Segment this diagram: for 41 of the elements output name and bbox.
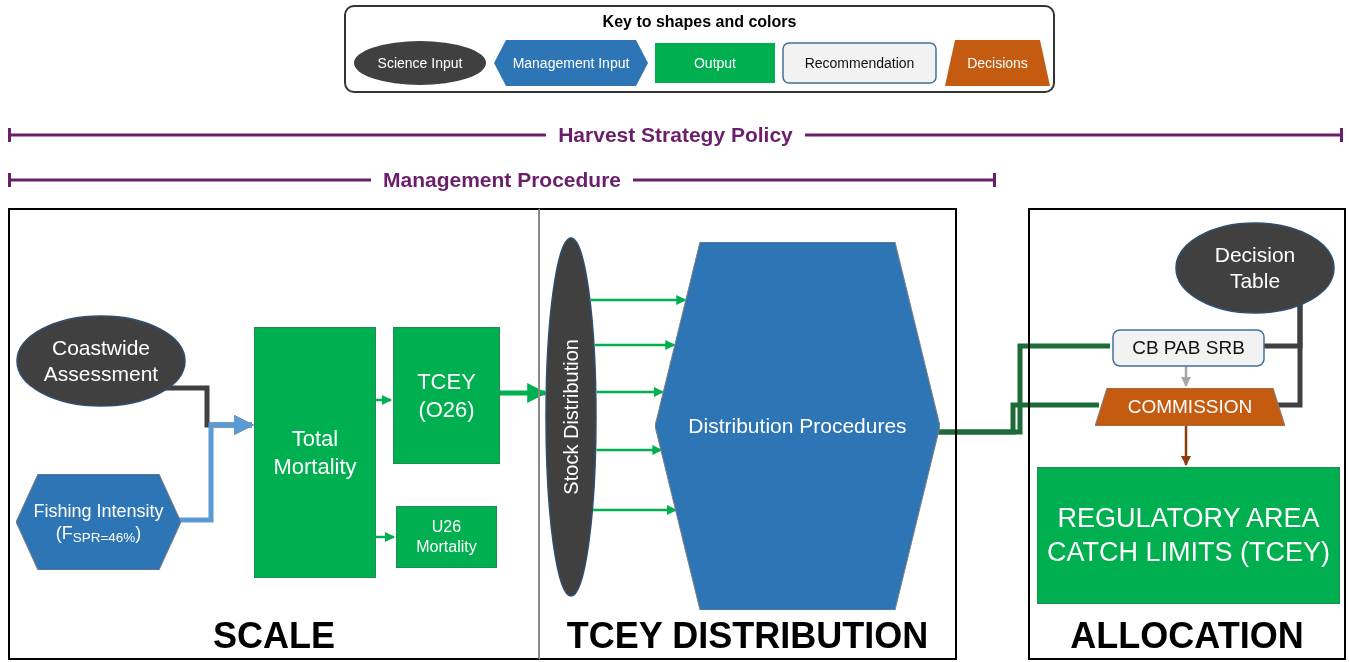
management-input-hexagon [16, 474, 181, 570]
node-label: Coastwide Assessment [42, 334, 160, 387]
connector-arrow [1181, 365, 1191, 387]
management-input-hexagon [655, 242, 940, 610]
science-input-ellipse [16, 315, 186, 407]
science-input-ellipse [1175, 222, 1335, 314]
scale-panel [8, 208, 540, 660]
output-box [254, 327, 376, 578]
panel-heading: ALLOCATION [1070, 614, 1304, 658]
connector-arrow [595, 340, 676, 350]
connector-arrow [596, 445, 663, 455]
allocation-panel [1028, 208, 1346, 660]
node-label: COMMISSION [1126, 395, 1254, 419]
legend-label: Management Input [511, 54, 631, 72]
node-label: Total Mortality [272, 425, 358, 480]
science-input-ellipse [545, 237, 597, 597]
panel-heading: SCALE [213, 614, 335, 658]
legend-label: Recommendation [803, 54, 916, 72]
node-label: TCEY (O26) [416, 368, 477, 423]
connector-arrow [591, 295, 687, 305]
distribution-panel [540, 208, 957, 660]
output-box [396, 506, 497, 568]
decision-trapezoid [1095, 388, 1285, 426]
connector-arrow [179, 415, 254, 523]
node-label: U26 Mortality [415, 517, 478, 557]
output-box [1037, 467, 1340, 604]
legend-label: Science Input [376, 54, 464, 72]
recommendation-box [1112, 329, 1265, 367]
node-label: Fishing Intensity (F$_{SPR=46%}$) [32, 499, 165, 545]
legend-label: Decisions [966, 54, 1029, 72]
node-label: Decision Table [1213, 241, 1297, 294]
output-box [393, 327, 500, 464]
node-label: Distribution Procedures [687, 412, 908, 439]
panel-heading: TCEY DISTRIBUTION [566, 614, 929, 658]
node-label: Stock Distribution [558, 338, 583, 497]
node-label: REGULATORY AREA CATCH LIMITS (TCEY) [1046, 501, 1331, 569]
legend-title: Key to shapes and colors [602, 12, 797, 32]
legend-label: Output [693, 54, 737, 72]
connector-arrow [593, 505, 677, 515]
node-label: CB PAB SRB [1131, 336, 1246, 360]
connector-arrow [596, 387, 664, 397]
